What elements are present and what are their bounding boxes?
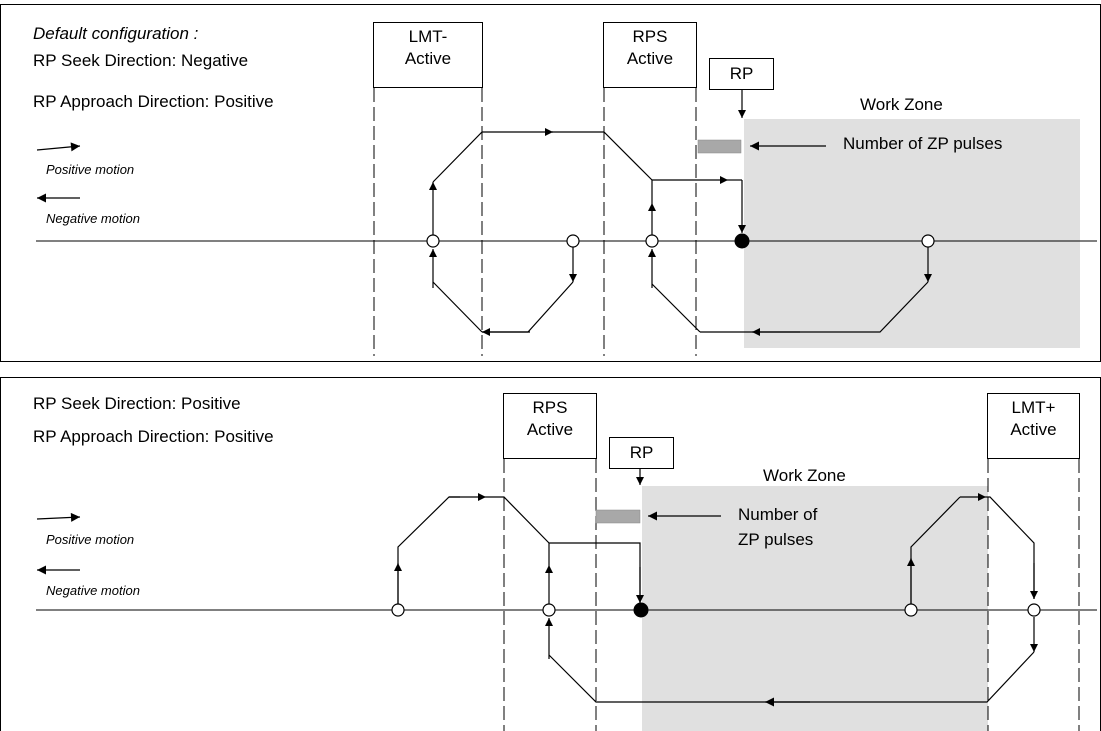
position-marker	[391, 603, 405, 617]
zp-pulses-bar	[595, 509, 641, 524]
work-zone-area	[744, 119, 1080, 348]
lmt-box-line2: Active	[1010, 420, 1057, 439]
seek-direction: RP Seek Direction: Negative	[33, 51, 249, 70]
position-marker	[921, 234, 935, 248]
rps-box-line1: RPS	[632, 27, 668, 46]
approach-direction: RP Approach Direction: Positive	[33, 92, 274, 111]
positive-motion-arrow	[36, 142, 81, 152]
motion-path-upper	[429, 128, 746, 237]
position-marker	[566, 234, 580, 248]
rp-box: RP	[609, 437, 674, 469]
positive-motion-label: Positive motion	[46, 162, 135, 177]
motion-path-upper	[394, 493, 1038, 606]
work-zone-label: Work Zone	[763, 466, 846, 485]
rps-box: RPS Active	[503, 393, 597, 459]
lmt-minus-box: LMT- Active	[373, 22, 483, 88]
zp-pulses-label-line1: Number of	[738, 505, 818, 524]
seek-direction: RP Seek Direction: Positive	[33, 394, 241, 413]
approach-direction: RP Approach Direction: Positive	[33, 427, 274, 446]
position-marker	[1027, 603, 1041, 617]
lmt-box-line1: LMT+	[1011, 398, 1056, 417]
top-panel: Default configuration : RP Seek Directio…	[0, 4, 1101, 362]
negative-motion-label: Negative motion	[46, 583, 140, 598]
position-marker	[645, 234, 659, 248]
zp-pulses-label: Number of ZP pulses	[843, 134, 1003, 153]
rps-box: RPS Active	[603, 22, 697, 88]
rp-box: RP	[709, 58, 774, 90]
position-marker	[542, 603, 556, 617]
motion-path-lower	[429, 245, 932, 336]
config-heading: Default configuration :	[33, 24, 199, 43]
work-zone-label: Work Zone	[860, 95, 943, 114]
zp-pulses-bar	[697, 139, 742, 154]
rps-box-line2: Active	[626, 49, 674, 68]
position-marker	[904, 603, 918, 617]
bottom-panel: RP Seek Direction: Positive RP Approach …	[0, 377, 1101, 731]
lmt-plus-box: LMT+ Active	[987, 393, 1080, 459]
positive-motion-arrow	[36, 512, 81, 522]
rps-box-line2: Active	[526, 420, 574, 439]
rp-marker	[734, 233, 750, 249]
lmt-box-line2: Active	[404, 49, 452, 68]
positive-motion-label: Positive motion	[46, 532, 135, 547]
top-diagram	[0, 4, 1101, 362]
zp-pulses-label-line2: ZP pulses	[738, 530, 814, 549]
lmt-box-line1: LMT-	[408, 27, 448, 46]
negative-motion-label: Negative motion	[46, 211, 140, 226]
position-marker	[426, 234, 440, 248]
bottom-diagram	[0, 377, 1101, 731]
motion-path-lower	[545, 617, 1038, 707]
rps-box-line1: RPS	[532, 398, 568, 417]
rp-marker	[633, 602, 649, 618]
